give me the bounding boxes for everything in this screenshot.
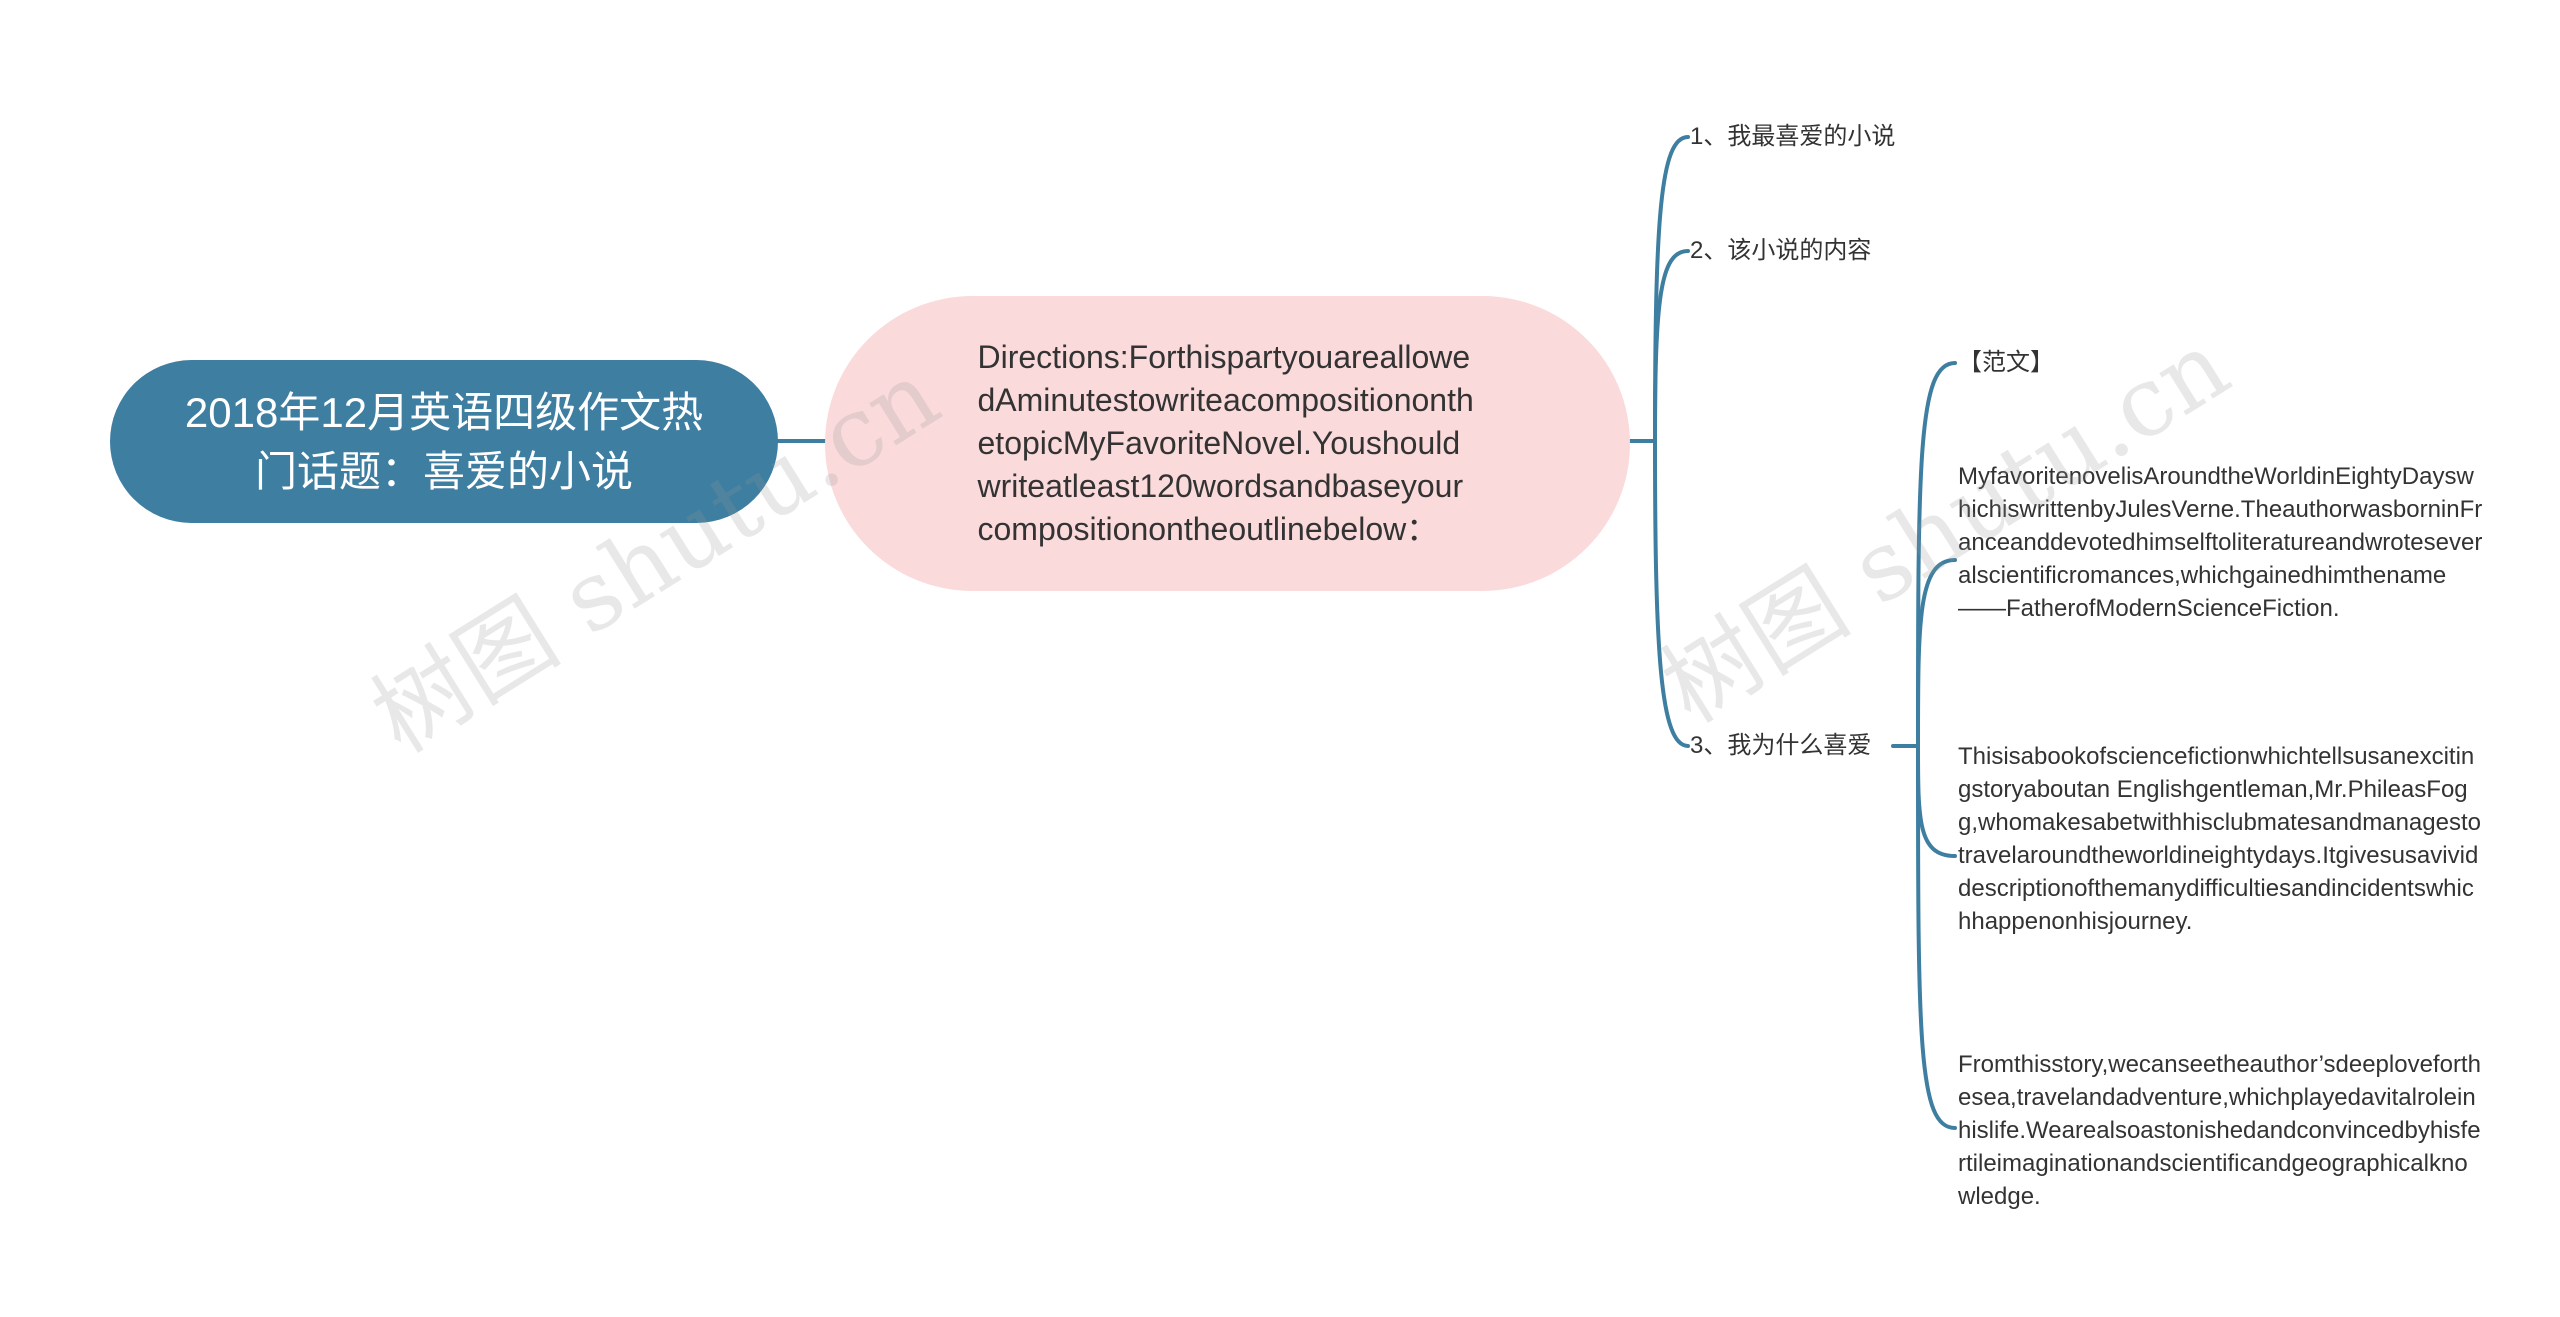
leaf-paragraph-3[interactable]: Fromthisstory,wecanseetheauthor’sdeeplov… xyxy=(1958,1051,2481,1210)
branch-favorite-novel[interactable]: 1、我最喜爱的小说 xyxy=(1690,123,1896,150)
branch-why-like[interactable]: 3、我为什么喜爱 xyxy=(1690,732,1872,759)
leaf-paragraph-1[interactable]: MyfavoritenovelisAroundtheWorldinEightyD… xyxy=(1958,463,2483,622)
branch-novel-content[interactable]: 2、该小说的内容 xyxy=(1690,237,1872,264)
leaf-paragraph-2[interactable]: Thisisabookofsciencefictionwhichtellsusa… xyxy=(1958,743,2481,935)
connector-leaf-0 xyxy=(1916,361,1957,748)
leaf-sample-heading[interactable]: 【范文】 xyxy=(1958,349,2054,376)
directions-node[interactable]: Directions:ForthispartyouareallowedAminu… xyxy=(825,296,1630,591)
root-node-label: 2018年12月英语四级作文热门话题：喜爱的小说 xyxy=(184,388,704,495)
connector-branch-3 xyxy=(1653,439,1690,748)
directions-node-label: Directions:ForthispartyouareallowedAminu… xyxy=(977,339,1474,547)
connector-branch-2 xyxy=(1653,249,1690,443)
connector-leaf-2 xyxy=(1916,744,1957,858)
connector-leaf-1 xyxy=(1916,558,1957,748)
connector-leaf-3 xyxy=(1916,744,1957,1130)
root-node[interactable]: 2018年12月英语四级作文热门话题：喜爱的小说 xyxy=(110,360,778,523)
